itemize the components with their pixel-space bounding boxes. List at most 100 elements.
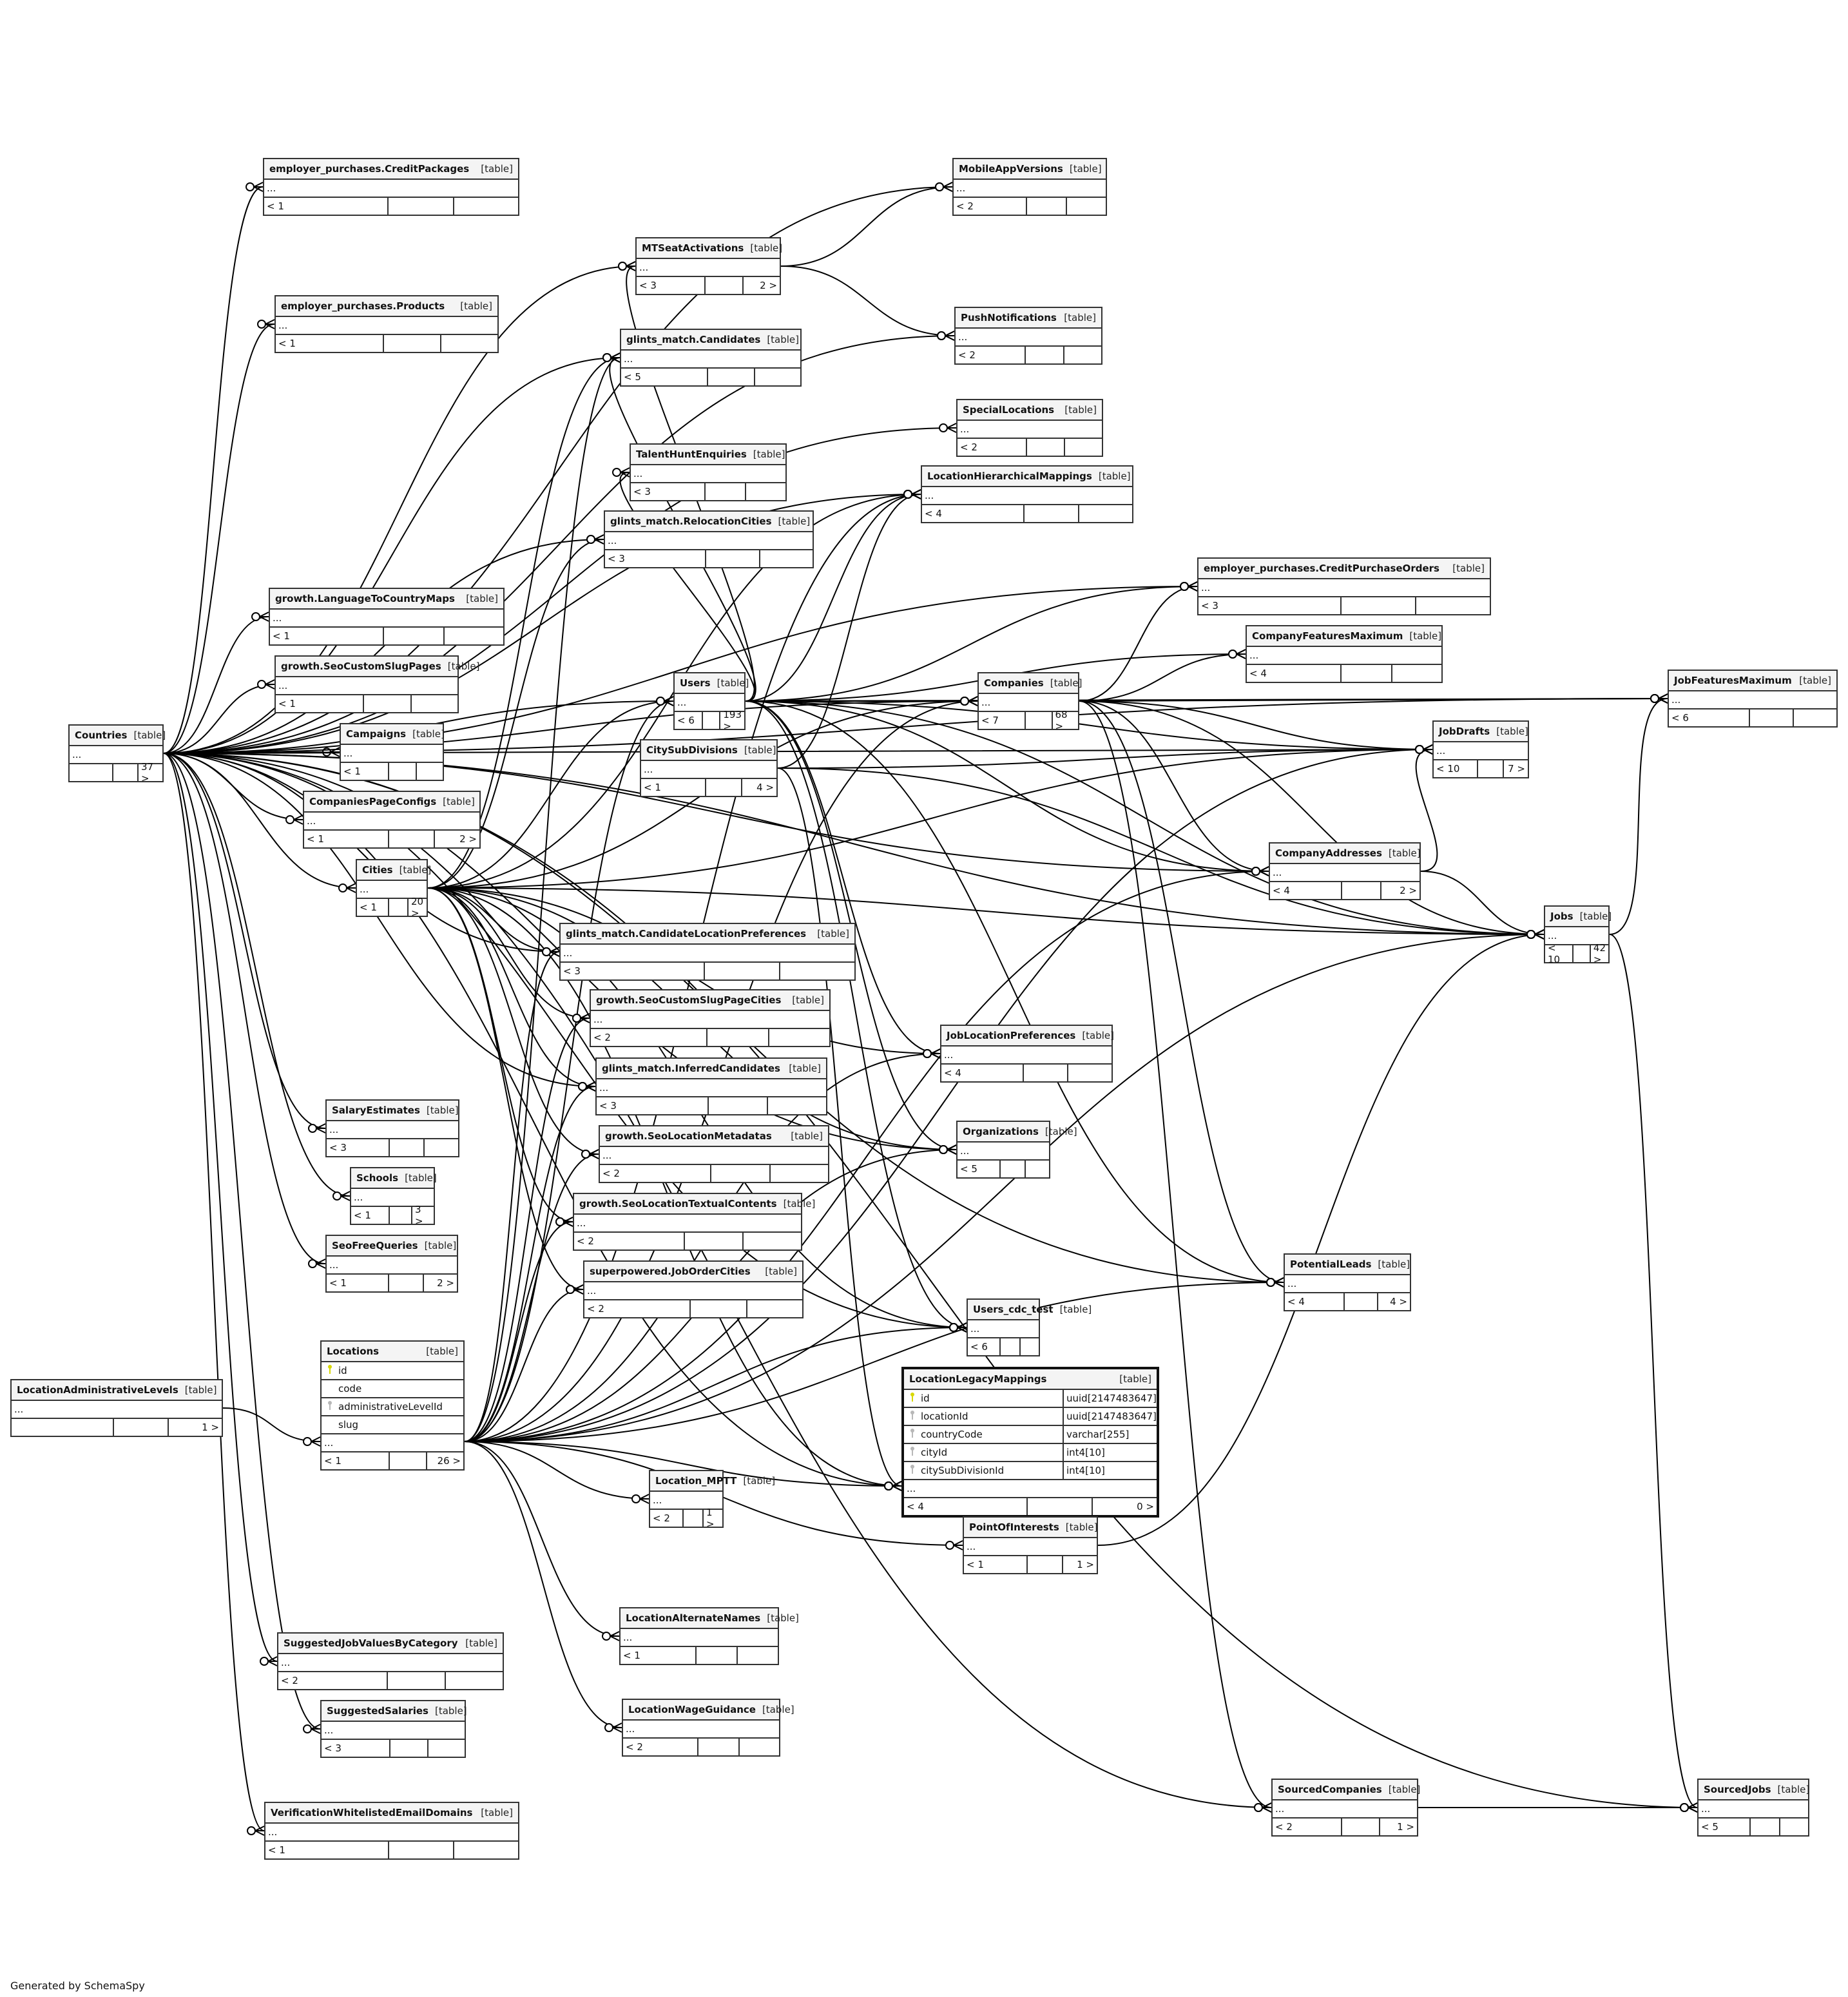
table-name[interactable]: Location_MPTT: [655, 1475, 737, 1487]
parents-count-link[interactable]: < 1: [967, 1559, 984, 1570]
parents-count-link[interactable]: < 6: [677, 715, 695, 726]
parents-count-link[interactable]: < 1: [343, 766, 361, 777]
parents-count-link[interactable]: < 2: [960, 441, 977, 453]
more-columns-ellipsis[interactable]: ...: [631, 465, 785, 483]
more-columns-ellipsis[interactable]: ...: [637, 259, 780, 277]
table-salaryestimates[interactable]: SalaryEstimates[table]...< 3: [325, 1099, 459, 1157]
children-count-link[interactable]: [415, 763, 443, 780]
table-name[interactable]: PushNotifications: [961, 312, 1057, 323]
children-count-link[interactable]: 2 >: [742, 277, 780, 294]
children-count-link[interactable]: [1415, 597, 1490, 614]
table-name[interactable]: CompaniesPageConfigs: [309, 796, 437, 807]
parents-count-link[interactable]: < 4: [907, 1501, 924, 1512]
table-header[interactable]: SuggestedJobValuesByCategory[table]: [278, 1634, 503, 1654]
parents-count-link[interactable]: < 1: [273, 630, 290, 642]
table-header[interactable]: MobileAppVersions[table]: [954, 159, 1106, 180]
table-locationwageguidance[interactable]: LocationWageGuidance[table]...< 2: [622, 1699, 794, 1757]
table-header[interactable]: PushNotifications[table]: [956, 308, 1101, 329]
children-count-link[interactable]: 68 >: [1051, 709, 1079, 732]
children-count-link[interactable]: 20 >: [407, 896, 427, 919]
parents-count-link[interactable]: < 7: [981, 715, 999, 726]
table-header[interactable]: growth.SeoLocationTextualContents[table]: [574, 1194, 815, 1215]
parents-count-link[interactable]: < 2: [956, 200, 974, 212]
parents-count-link[interactable]: < 1: [324, 1455, 342, 1467]
more-columns-ellipsis[interactable]: ...: [327, 1121, 458, 1139]
more-columns-ellipsis[interactable]: ...: [922, 487, 1132, 505]
table-superpowered-jobordercities[interactable]: superpowered.JobOrderCities[table]...< 2: [583, 1260, 804, 1318]
table-name[interactable]: superpowered.JobOrderCities: [590, 1266, 751, 1277]
table-employer-purchases-creditpackages[interactable]: employer_purchases.CreditPackages[table]…: [263, 158, 519, 216]
table-header[interactable]: glints_match.InferredCandidates[table]: [597, 1059, 826, 1079]
table-header[interactable]: VerificationWhitelistedEmailDomains[tabl…: [265, 1803, 518, 1824]
table-header[interactable]: employer_purchases.CreditPackages[table]: [264, 159, 518, 180]
more-columns-ellipsis[interactable]: ...: [904, 1480, 1157, 1498]
table-name[interactable]: JobLocationPreferences: [947, 1030, 1076, 1041]
parents-count-link[interactable]: < 5: [624, 371, 641, 383]
children-count-link[interactable]: 2 >: [434, 831, 479, 847]
parents-count-link[interactable]: < 2: [587, 1303, 604, 1315]
table-name[interactable]: Organizations: [963, 1126, 1039, 1137]
more-columns-ellipsis[interactable]: ...: [322, 1434, 463, 1452]
table-header[interactable]: growth.SeoLocationMetadatas[table]: [600, 1126, 828, 1147]
more-columns-ellipsis[interactable]: ...: [968, 1320, 1039, 1338]
more-columns-ellipsis[interactable]: ...: [341, 745, 443, 763]
more-columns-ellipsis[interactable]: ...: [958, 1143, 1049, 1161]
table-growth-seolocationtextualcontents[interactable]: growth.SeoLocationTextualContents[table]…: [573, 1193, 815, 1251]
more-columns-ellipsis[interactable]: ...: [1285, 1275, 1410, 1293]
table-name[interactable]: PotentialLeads: [1290, 1259, 1372, 1270]
table-name[interactable]: Campaigns: [346, 728, 407, 740]
table-header[interactable]: superpowered.JobOrderCities[table]: [584, 1262, 802, 1282]
more-columns-ellipsis[interactable]: ...: [1699, 1800, 1808, 1819]
table-glints-match-candidatelocationpreferences[interactable]: glints_match.CandidateLocationPreference…: [559, 923, 856, 981]
table-name[interactable]: glints_match.Candidates: [626, 334, 761, 345]
parents-count-link[interactable]: < 3: [329, 1142, 347, 1153]
table-header[interactable]: LocationWageGuidance[table]: [623, 1700, 794, 1721]
parents-count-link[interactable]: < 1: [329, 1277, 347, 1289]
more-columns-ellipsis[interactable]: ...: [941, 1047, 1112, 1065]
table-name[interactable]: CompanyFeaturesMaximum: [1252, 630, 1403, 642]
table-name[interactable]: employer_purchases.CreditPurchaseOrders: [1204, 563, 1439, 574]
column-row[interactable]: code: [322, 1380, 463, 1398]
more-columns-ellipsis[interactable]: ...: [270, 610, 503, 628]
children-count-link[interactable]: [410, 695, 458, 712]
table-name[interactable]: SuggestedSalaries: [327, 1705, 428, 1717]
table-joblocationpreferences[interactable]: JobLocationPreferences[table]...< 4: [940, 1025, 1114, 1083]
children-count-link[interactable]: [1064, 439, 1102, 456]
parents-count-link[interactable]: < 2: [281, 1675, 298, 1686]
more-columns-ellipsis[interactable]: ...: [12, 1401, 222, 1419]
more-columns-ellipsis[interactable]: ...: [322, 1722, 465, 1740]
table-header[interactable]: employer_purchases.Products[table]: [276, 296, 497, 317]
table-users-cdc-test[interactable]: Users_cdc_test[table]...< 6: [967, 1298, 1092, 1356]
table-header[interactable]: Campaigns[table]: [341, 724, 445, 745]
more-columns-ellipsis[interactable]: ...: [1198, 579, 1490, 597]
table-header[interactable]: LocationLegacyMappings[table]: [904, 1369, 1157, 1390]
table-header[interactable]: Users_cdc_test[table]: [968, 1300, 1092, 1320]
table-header[interactable]: LocationAdministrativeLevels[table]: [12, 1380, 222, 1401]
parents-count-link[interactable]: < 3: [324, 1742, 342, 1754]
parents-count-link[interactable]: < 1: [644, 782, 661, 793]
table-name[interactable]: VerificationWhitelistedEmailDomains: [271, 1807, 473, 1819]
more-columns-ellipsis[interactable]: ...: [1545, 927, 1608, 945]
table-name[interactable]: Locations: [327, 1346, 380, 1357]
table-header[interactable]: growth.SeoCustomSlugPages[table]: [276, 657, 479, 677]
parents-count-link[interactable]: [12, 1419, 113, 1436]
parents-count-link[interactable]: < 2: [593, 1032, 611, 1043]
table-name[interactable]: SourcedJobs: [1704, 1784, 1771, 1795]
parents-count-link[interactable]: < 2: [653, 1512, 670, 1524]
children-count-link[interactable]: [427, 1740, 465, 1757]
table-name[interactable]: JobDrafts: [1439, 726, 1490, 737]
more-columns-ellipsis[interactable]: ...: [675, 694, 744, 712]
children-count-link[interactable]: [1024, 1161, 1050, 1177]
parents-count-link[interactable]: < 3: [563, 965, 581, 977]
children-count-link[interactable]: 1 >: [1061, 1556, 1097, 1573]
more-columns-ellipsis[interactable]: ...: [265, 1824, 518, 1842]
table-name[interactable]: Countries: [75, 729, 128, 741]
more-columns-ellipsis[interactable]: ...: [327, 1257, 457, 1275]
table-header[interactable]: TalentHuntEnquiries[table]: [631, 445, 785, 465]
